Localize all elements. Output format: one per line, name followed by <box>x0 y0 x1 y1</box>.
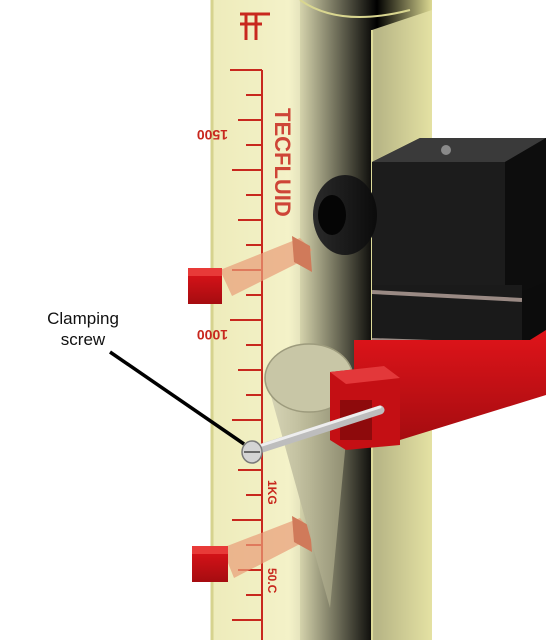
callout-leader-line <box>109 350 245 446</box>
upper-clamp-clip <box>188 236 312 304</box>
scale-small-text: 1KG <box>265 480 279 505</box>
clamp-housing <box>330 330 546 450</box>
clamping-screw <box>241 405 385 464</box>
brand-text: TECFLUID <box>270 108 295 217</box>
clamping-screw-callout: Clamping screw <box>28 308 138 350</box>
callout-line-2: screw <box>60 330 106 349</box>
lower-clamp-clip <box>192 516 312 582</box>
scale-label-1000: 1000 <box>197 327 228 343</box>
callout-line-1: Clamping <box>47 309 119 328</box>
scale: 1500 1000 TECFLUID 1KG 50.C <box>197 12 295 640</box>
scale-label-1500: 1500 <box>197 127 228 143</box>
scale-bottom-text: 50.C <box>265 568 279 594</box>
brand-logo-icon <box>240 12 270 40</box>
